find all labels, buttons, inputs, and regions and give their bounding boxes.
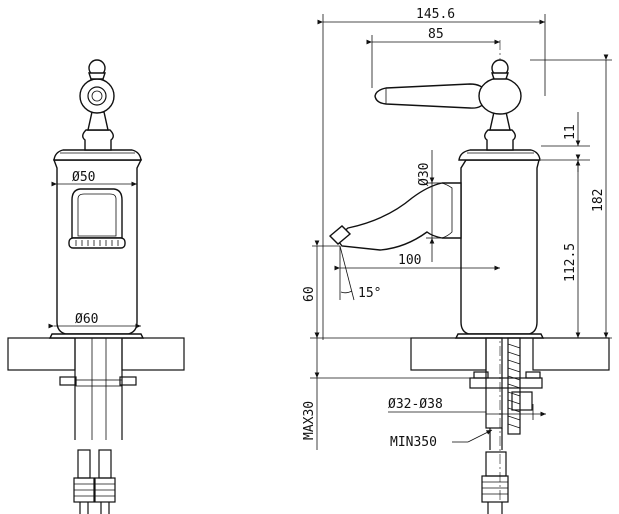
handle-knob-front: [79, 78, 115, 114]
dim-label-deck-thickness: MAX30: [302, 401, 317, 440]
side-view: 145.6 85 Ø30 100 15° 60 MAX30 182 112.5: [302, 7, 612, 514]
dim-label-spout-angle: 15°: [358, 286, 381, 301]
dim-label-spout-reach: 100: [398, 253, 421, 268]
dim-label-hose-length: MIN350: [390, 435, 437, 450]
handle-lever: [374, 83, 487, 109]
dim-label-total-height: 182: [591, 189, 606, 212]
dim-label-spout-to-deck: 112.5: [563, 243, 578, 282]
deck-left: [7, 337, 76, 371]
hose-fitting-right: [98, 449, 112, 479]
deck-right: [121, 337, 185, 371]
hose-fitting-left: [77, 449, 91, 479]
front-view: Ø50 Ø60: [7, 59, 185, 514]
dim-label-overall-width: 145.6: [416, 7, 455, 22]
deck-side-left: [410, 337, 487, 371]
dim-label-hole-diameter: Ø32-Ø38: [388, 397, 443, 412]
dim-label-handle-offset: 11: [563, 124, 578, 140]
dim-label-spout-diameter: Ø30: [417, 163, 432, 186]
spout-front: [71, 188, 123, 239]
dim-label-diameter-50: Ø50: [72, 170, 95, 185]
deck-side-right: [532, 337, 610, 371]
dim-label-spout-height: 60: [302, 286, 317, 302]
dim-label-diameter-60: Ø60: [75, 312, 98, 327]
faucet-body-side: [460, 159, 540, 335]
spout-side: [335, 182, 462, 251]
dim-label-spout-to-handle: 85: [428, 27, 444, 42]
